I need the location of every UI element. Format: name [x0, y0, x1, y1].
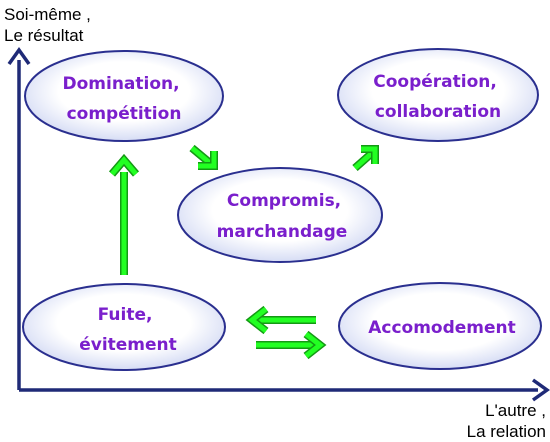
node-cooperation-line-1: Coopération, — [373, 72, 497, 92]
node-fuite-line-1: Fuite, — [98, 305, 153, 325]
node-domination-line-1: Domination, — [62, 74, 179, 94]
x-axis-label-line-2: La relation — [466, 422, 546, 441]
node-domination-line-2: compétition — [67, 104, 182, 124]
node-fuite: Fuite, évitement — [22, 283, 226, 371]
node-compromis-ellipse — [177, 167, 383, 263]
node-accomodement-ellipse — [338, 282, 542, 370]
node-accomodement: Accomodement — [338, 282, 542, 370]
node-fuite-label: Fuite, évitement — [79, 305, 177, 355]
y-axis-label-line-2: Le résultat — [4, 26, 84, 45]
y-axis-label-line-1: Soi-même , — [4, 5, 91, 24]
node-compromis: Compromis, marchandage — [177, 167, 383, 263]
node-accomodement-line-1: Accomodement — [368, 318, 516, 338]
node-cooperation: Coopération, collaboration — [337, 48, 539, 142]
x-axis-label: L'autre , La relation — [467, 400, 546, 442]
node-cooperation-label: Coopération, collaboration — [373, 72, 503, 122]
node-fuite-ellipse — [22, 283, 226, 371]
node-compromis-line-1: Compromis, — [227, 191, 341, 211]
node-fuite-line-2: évitement — [79, 335, 177, 355]
arrow-fuite-to-accomodement — [256, 330, 327, 360]
x-axis-label-line-1: L'autre , — [485, 401, 546, 420]
node-cooperation-line-2: collaboration — [375, 102, 501, 122]
arrows — [108, 144, 379, 360]
arrow-accomodement-to-fuite — [245, 305, 316, 335]
x-axis-arrowhead — [531, 378, 550, 402]
axes — [7, 46, 550, 402]
node-accomodement-label: Accomodement — [368, 318, 516, 338]
arrow-fuite-to-domination — [108, 153, 140, 275]
node-compromis-line-2: marchandage — [217, 222, 348, 242]
node-domination-ellipse — [24, 50, 224, 142]
y-axis-arrowhead — [7, 46, 31, 66]
node-domination-label: Domination, compétition — [62, 74, 185, 124]
y-axis-label: Soi-même , Le résultat — [4, 4, 91, 46]
node-cooperation-ellipse — [337, 48, 539, 142]
node-compromis-label: Compromis, marchandage — [217, 191, 348, 242]
arrow-compromis-to-cooperation — [352, 145, 379, 171]
node-domination: Domination, compétition — [24, 50, 224, 142]
arrow-domination-to-compromis — [189, 144, 218, 170]
